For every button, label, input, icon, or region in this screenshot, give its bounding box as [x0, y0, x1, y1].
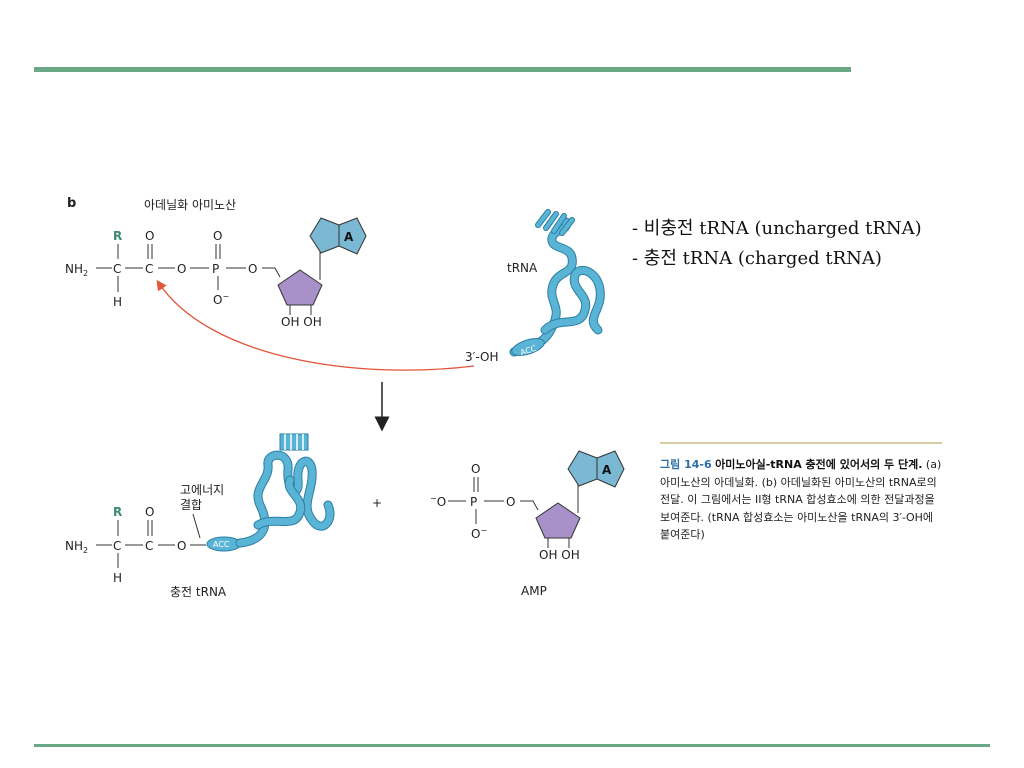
ribose-hydroxyls: OH OH: [281, 315, 322, 329]
three-prime-oh-label: 3′-OH: [465, 350, 499, 364]
trna-label: tRNA: [507, 261, 538, 275]
uncharged-trna: tRNA ACC 3′-OH: [465, 209, 605, 364]
hydrogen: H: [113, 295, 122, 309]
r-group: R: [113, 229, 122, 243]
caption-body: (a) 아미노산의 아데닐화. (b) 아데닐화된 아미노산의 tRNA로의 전…: [660, 458, 942, 541]
charged-trna-label: 충전 tRNA: [170, 585, 227, 599]
carbonyl-carbon: C: [145, 539, 153, 553]
amino-group: NH2: [65, 262, 88, 278]
ester-oxygen: O: [177, 539, 186, 553]
transfer-arrow: [156, 279, 475, 371]
acc-label: ACC: [213, 540, 230, 549]
hydrogen: H: [113, 571, 122, 585]
bottom-rule: [34, 744, 990, 747]
adenine-label: A: [344, 230, 354, 244]
alpha-carbon: C: [113, 539, 121, 553]
amino-group: NH2: [65, 539, 88, 555]
amp-structure: −O P O O− O OH OH A AMP: [430, 450, 625, 598]
caption-label: 그림 14-6: [660, 458, 712, 471]
amp-ester-oxygen: O: [506, 495, 515, 509]
high-energy-label-2: 결합: [180, 498, 202, 512]
amp-ribose-ring: [535, 502, 581, 539]
amp-label: AMP: [521, 584, 547, 598]
amp-adenine-label: A: [602, 463, 612, 477]
carbonyl-oxygen: O: [145, 229, 154, 243]
amp-phosphorus: P: [470, 495, 477, 509]
figure-caption: 그림 14-6 아미노아실-tRNA 충전에 있어서의 두 단계. (a) 아미…: [660, 442, 942, 544]
alpha-carbon: C: [113, 262, 121, 276]
adenine-pentagon: [309, 217, 340, 254]
amp-oxygen-minus-left: −O: [430, 494, 446, 509]
bullet-charged-trna: - 충전 tRNA (charged tRNA): [632, 248, 882, 269]
amp-adenine-pentagon: [567, 450, 598, 487]
adenine-hexagon: [338, 217, 367, 255]
plus-sign: +: [372, 496, 382, 510]
amp-adenine-hexagon: [596, 450, 625, 488]
phosphorus: P: [212, 262, 219, 276]
adenylated-amino-acid-label: 아데닐화 아미노산: [144, 198, 236, 212]
phosphoryl-oxygen: O: [213, 229, 222, 243]
bridge-oxygen: O: [177, 262, 186, 276]
charged-trna-structure: NH2 C R H C O O 고에너지 결합 ACC 충전 tRNA: [65, 433, 335, 599]
ester-oxygen: O: [248, 262, 257, 276]
caption-title: 아미노아실-tRNA 충전에 있어서의 두 단계.: [715, 458, 923, 471]
bullet-uncharged-trna: - 비충전 tRNA (uncharged tRNA): [632, 218, 922, 239]
amp-phosphoryl-oxygen: O: [471, 462, 480, 476]
adenylated-amino-acid-structure: NH2 C R H C O O P O O− O OH OH A: [65, 217, 367, 329]
amp-oxygen-minus-bottom: O−: [471, 526, 487, 541]
bullet-list: - 비충전 tRNA (uncharged tRNA) - 충전 tRNA (c…: [632, 214, 922, 274]
amp-ribose-hydroxyls: OH OH: [539, 548, 580, 562]
r-group: R: [113, 505, 122, 519]
phosphate-oxygen-minus: O−: [213, 292, 229, 307]
carbonyl-carbon: C: [145, 262, 153, 276]
panel-label: b: [67, 196, 76, 211]
top-rule: [34, 67, 851, 72]
high-energy-label-1: 고에너지: [180, 483, 224, 497]
ribose-ring: [277, 269, 323, 306]
carbonyl-oxygen: O: [145, 505, 154, 519]
